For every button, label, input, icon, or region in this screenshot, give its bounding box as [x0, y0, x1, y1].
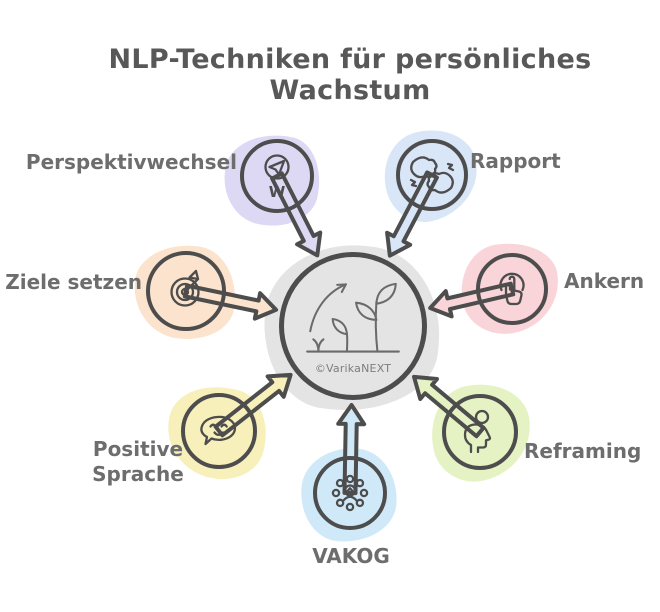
- attribution-text: ©VarikaNEXT: [314, 361, 392, 375]
- tap-finger-icon: [499, 272, 525, 306]
- compass-west-letter: W: [269, 183, 286, 201]
- label-ankern: Ankern: [564, 269, 645, 293]
- label-rapport: Rapport: [470, 149, 561, 173]
- head-profile-icon: [463, 409, 492, 454]
- fist-bump-icon: [409, 156, 455, 194]
- smiley-speech-bubble-icon: [200, 415, 237, 446]
- growth-plant-icon: [306, 282, 400, 353]
- label-reframing: Reframing: [524, 439, 642, 463]
- target-arrow-icon: [170, 269, 200, 307]
- compass-icon: W: [264, 154, 290, 201]
- label-positive-line2: Sprache: [92, 462, 184, 486]
- senses-dots-icon: [331, 474, 369, 512]
- node-reframing: [442, 394, 518, 470]
- node-positive-sprache: [181, 393, 257, 469]
- node-perspektivwechsel: W: [240, 139, 314, 213]
- node-vakog: [313, 456, 387, 530]
- node-ankern: [476, 253, 548, 325]
- node-center-growth: ©VarikaNEXT: [279, 252, 427, 400]
- label-positive-line1: Positive: [92, 437, 184, 461]
- page-title: NLP-Techniken für persönliches Wachstum: [108, 44, 592, 106]
- label-perspektivwechsel: Perspektivwechsel: [25, 150, 237, 174]
- label-vakog: VAKOG: [312, 544, 390, 568]
- label-ziele-setzen: Ziele setzen: [5, 270, 142, 294]
- label-positive-sprache: Positive Sprache: [72, 437, 204, 487]
- node-rapport: [396, 139, 468, 211]
- node-ziele-setzen: [146, 251, 226, 331]
